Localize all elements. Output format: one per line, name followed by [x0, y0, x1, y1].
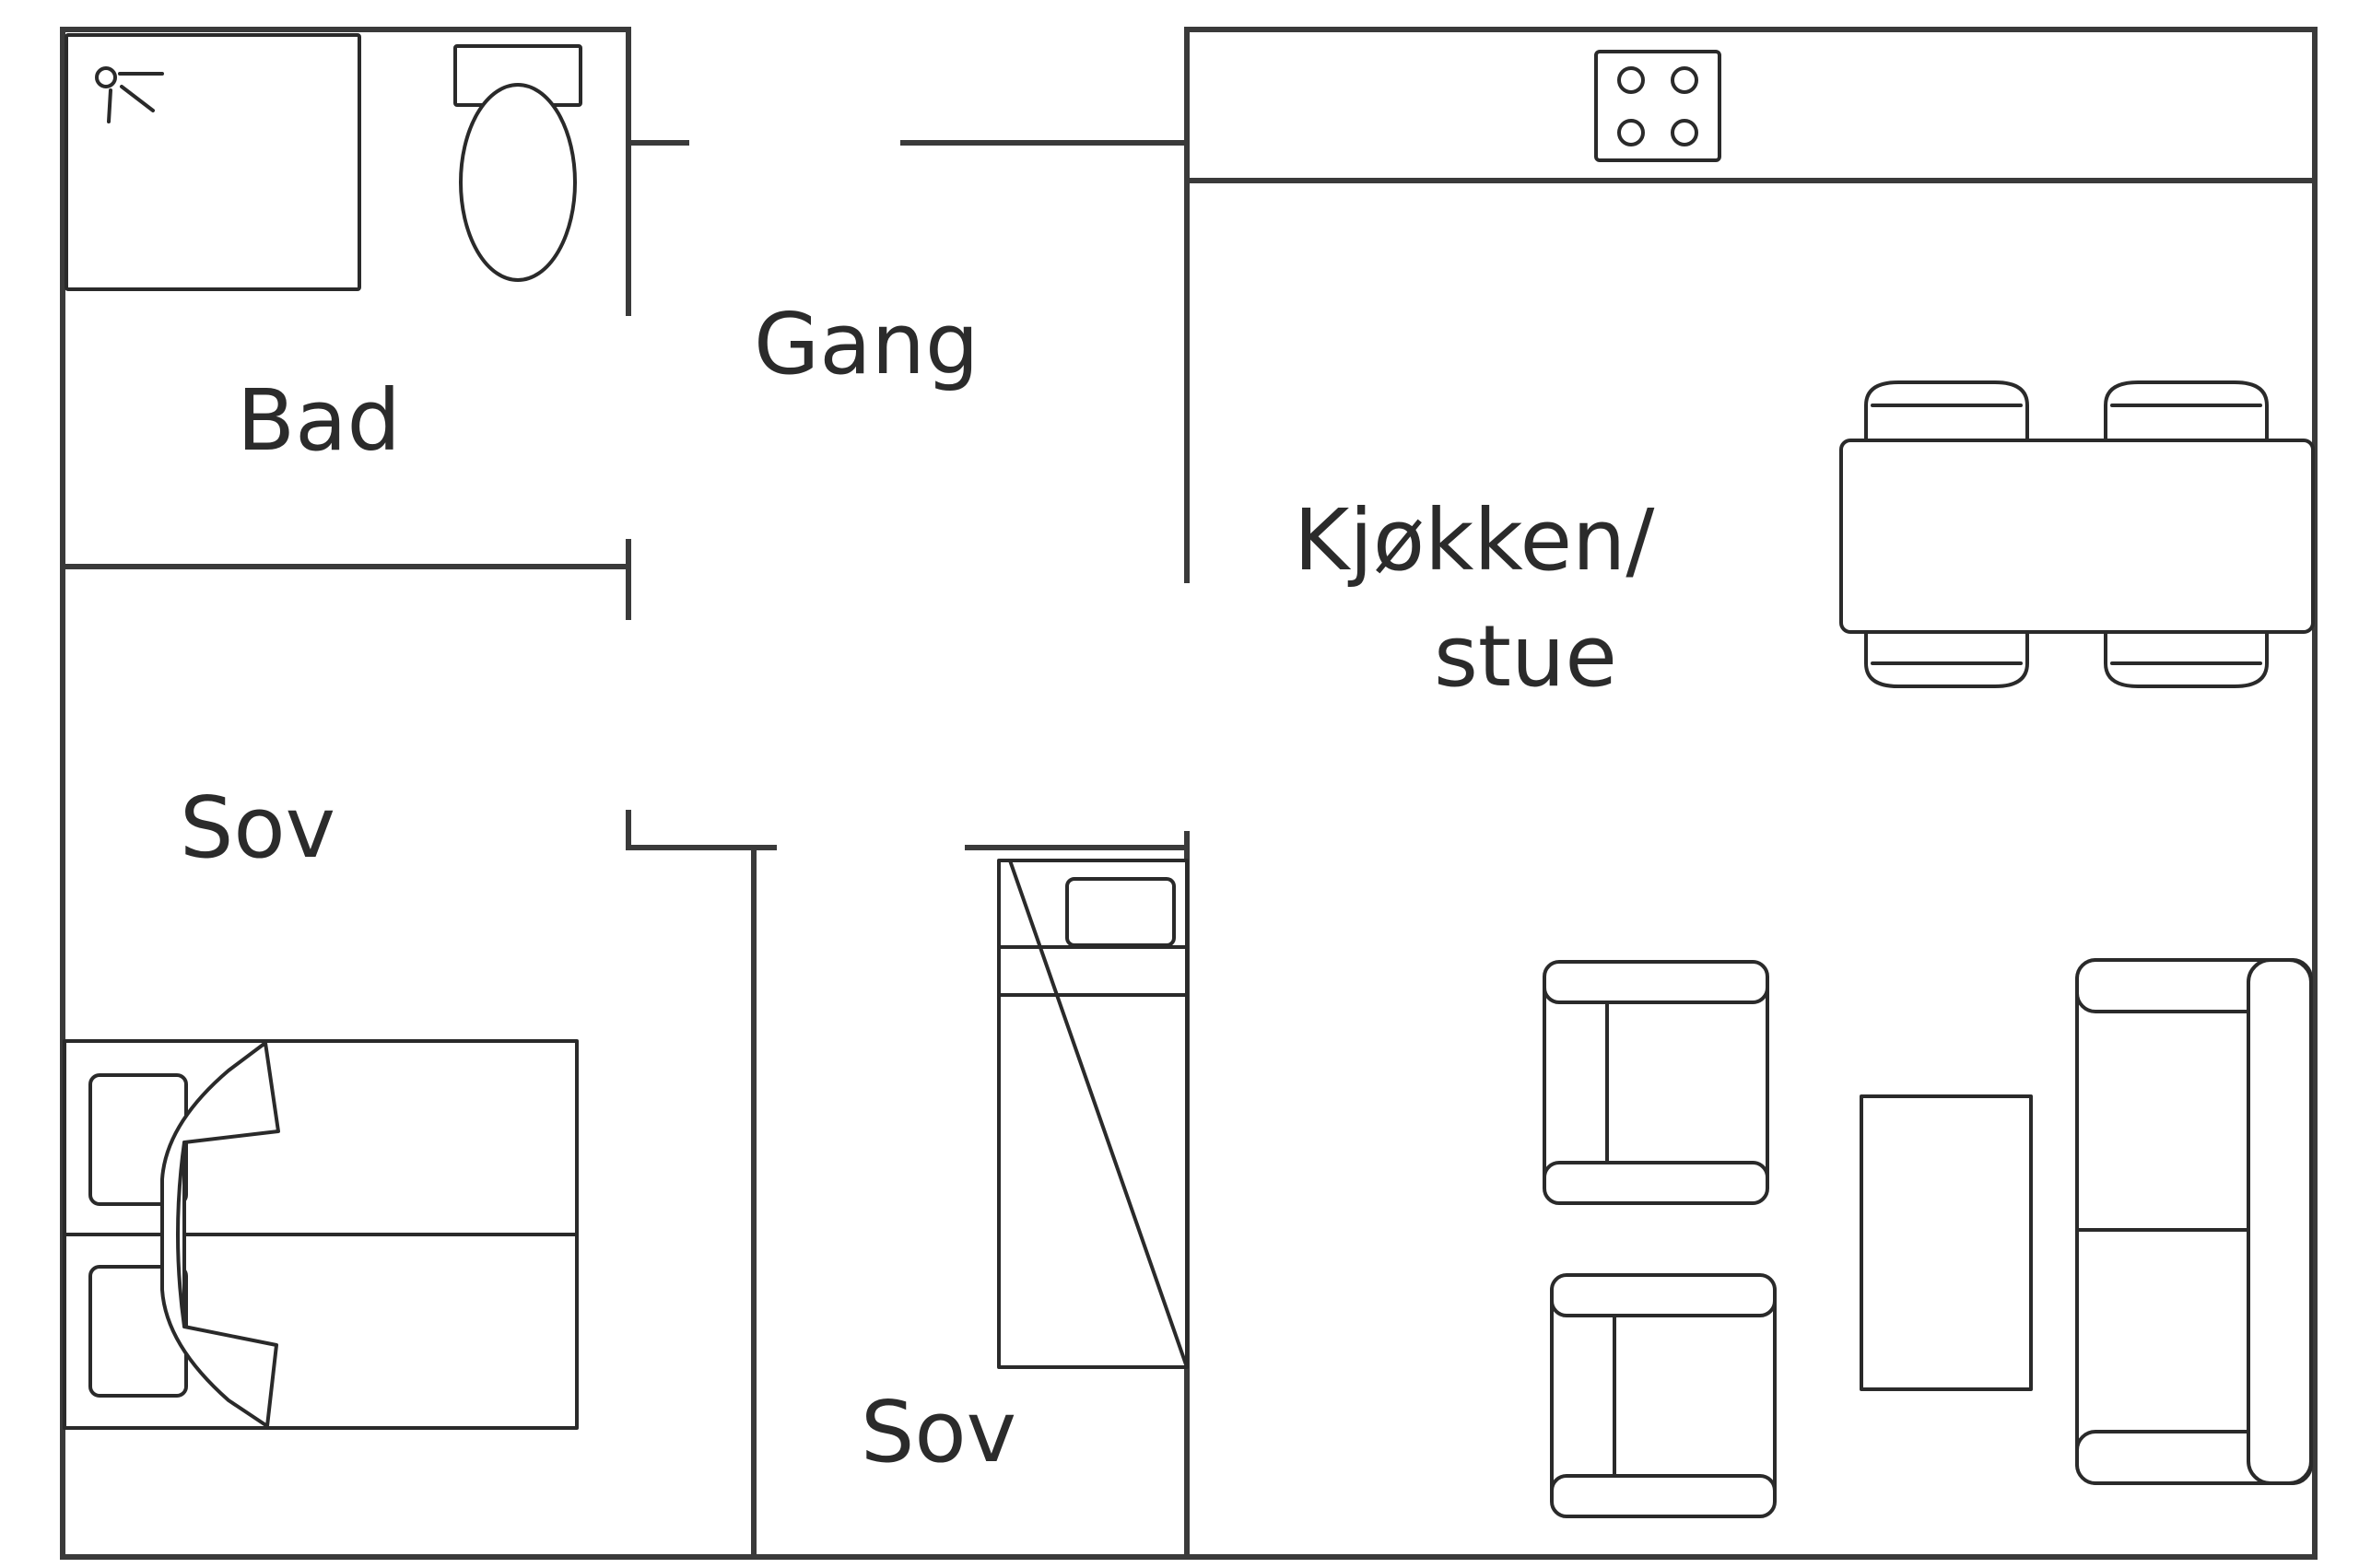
outer-wall-left-section — [60, 27, 1190, 1560]
armchair-icon — [1550, 1273, 1777, 1518]
room-label-gang: Gang — [754, 295, 979, 393]
dining-table-icon — [1839, 380, 2315, 688]
walls — [60, 27, 2318, 1560]
outer-wall-right-section — [1184, 27, 2318, 1560]
room-label-sov-left: Sov — [180, 778, 335, 877]
room-label-sov-bottom: Sov — [861, 1383, 1016, 1481]
shower-icon — [65, 33, 361, 291]
chair-icon — [2104, 629, 2269, 688]
coffee-table-icon — [1860, 1094, 2033, 1391]
room-label-bad: Bad — [237, 371, 401, 470]
sofa-icon — [2075, 958, 2313, 1485]
room-label-kjokken-line2: stue — [1434, 607, 1617, 706]
chair-icon — [2104, 380, 2269, 442]
armchair-icon — [1543, 960, 1769, 1205]
double-bed-icon — [63, 1039, 579, 1430]
stove-icon — [1594, 50, 1721, 162]
chair-icon — [1864, 380, 2029, 442]
toilet-icon — [453, 44, 582, 282]
bedroom-wall-lower-stub — [626, 810, 777, 850]
single-bed-icon — [997, 859, 1189, 1369]
room-label-kjokken-line1: Kjøkken/ — [1294, 491, 1654, 590]
chair-icon — [1864, 629, 2029, 688]
